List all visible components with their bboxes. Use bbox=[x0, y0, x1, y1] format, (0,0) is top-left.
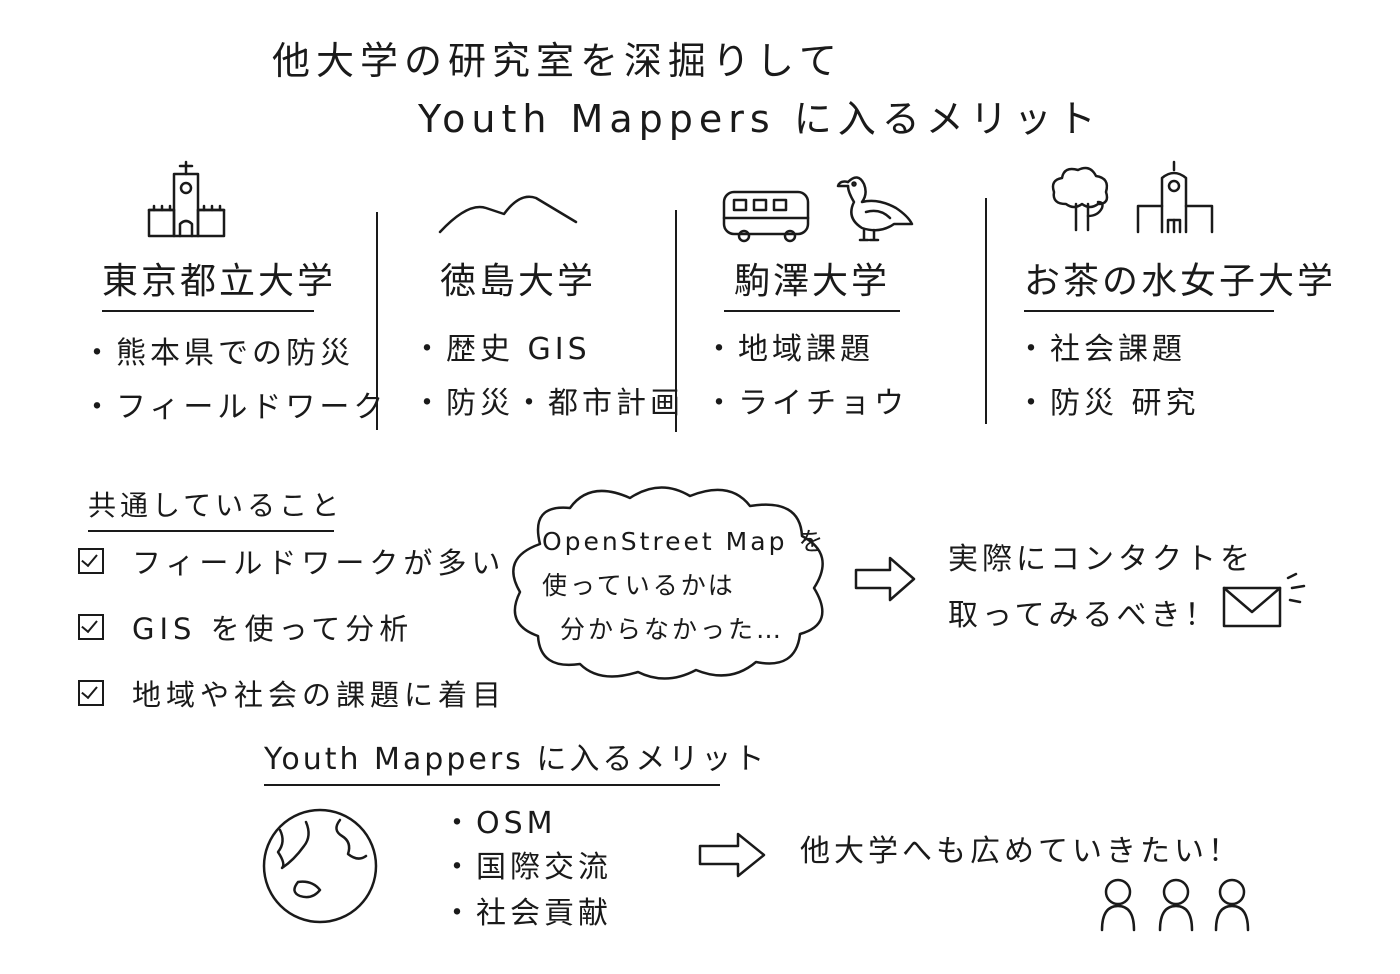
page-title-line2: Youth Mappers に入るメリット bbox=[418, 97, 1102, 141]
university-name-tokushima: 徳島大学 bbox=[439, 261, 596, 302]
topic-item: ・歴史 GIS bbox=[412, 332, 591, 367]
column-divider bbox=[675, 210, 677, 432]
arrow-right-icon bbox=[698, 832, 766, 878]
tree-icon bbox=[1051, 166, 1109, 232]
contact-text-line: 取ってみるべき！ bbox=[948, 598, 1219, 633]
column-divider bbox=[985, 198, 987, 424]
topic-item: ・熊本県での防災 bbox=[82, 336, 354, 371]
arrow-right-icon bbox=[854, 556, 916, 602]
mountain-icon bbox=[438, 195, 578, 234]
topic-item: ・防災 研究 bbox=[1016, 386, 1200, 421]
checklist-item: 地域や社会の課題に着目 bbox=[78, 672, 506, 714]
checked-checkbox-icon bbox=[78, 614, 104, 640]
topic-item: ・ライチョウ bbox=[704, 386, 908, 421]
contact-text-line: 実際にコンタクトを bbox=[948, 542, 1254, 577]
checklist-item: GIS を使って分析 bbox=[78, 606, 506, 648]
cloud-text-line: 分からなかった… bbox=[560, 615, 785, 644]
topic-item: ・フィールドワーク bbox=[82, 390, 388, 425]
globe-icon bbox=[262, 808, 378, 924]
university-name-komazawa: 駒澤大学 bbox=[724, 252, 900, 312]
merit-item: ・国際交流 bbox=[442, 850, 612, 885]
common-heading: 共通していること bbox=[88, 484, 339, 532]
common-checklist: フィールドワークが多い GIS を使って分析 地域や社会の課題に着目 bbox=[78, 540, 506, 714]
merit-heading: Youth Mappers に入るメリット bbox=[264, 734, 764, 786]
people-icon bbox=[1100, 878, 1250, 932]
checklist-item: フィールドワークが多い bbox=[78, 540, 506, 582]
university-name-tmu: 東京都立大学 bbox=[102, 252, 333, 312]
column-divider bbox=[376, 212, 378, 430]
topic-item: ・防災・都市計画 bbox=[412, 386, 684, 421]
thought-cloud bbox=[512, 486, 824, 680]
checked-checkbox-icon bbox=[78, 680, 104, 706]
university-building-icon bbox=[1136, 160, 1214, 234]
topic-item: ・社会課題 bbox=[1016, 332, 1186, 367]
merit-item: ・社会貢献 bbox=[442, 896, 612, 931]
university-name-ochanomizu: お茶の水女子大学 bbox=[1024, 252, 1333, 312]
checked-checkbox-icon bbox=[78, 548, 104, 574]
university-building-icon bbox=[147, 160, 226, 238]
merit-conclusion: 他大学へも広めていきたい！ bbox=[800, 834, 1242, 869]
page-title-line1: 他大学の研究室を深掘りして bbox=[272, 39, 843, 83]
cloud-text-line: OpenStreet Map を bbox=[542, 527, 827, 556]
topic-item: ・地域課題 bbox=[704, 332, 874, 367]
merit-item: ・OSM bbox=[442, 806, 557, 841]
bus-icon bbox=[722, 190, 810, 243]
cloud-text-line: 使っているかは bbox=[542, 571, 736, 600]
bird-icon bbox=[836, 176, 914, 242]
envelope-icon bbox=[1222, 572, 1306, 628]
